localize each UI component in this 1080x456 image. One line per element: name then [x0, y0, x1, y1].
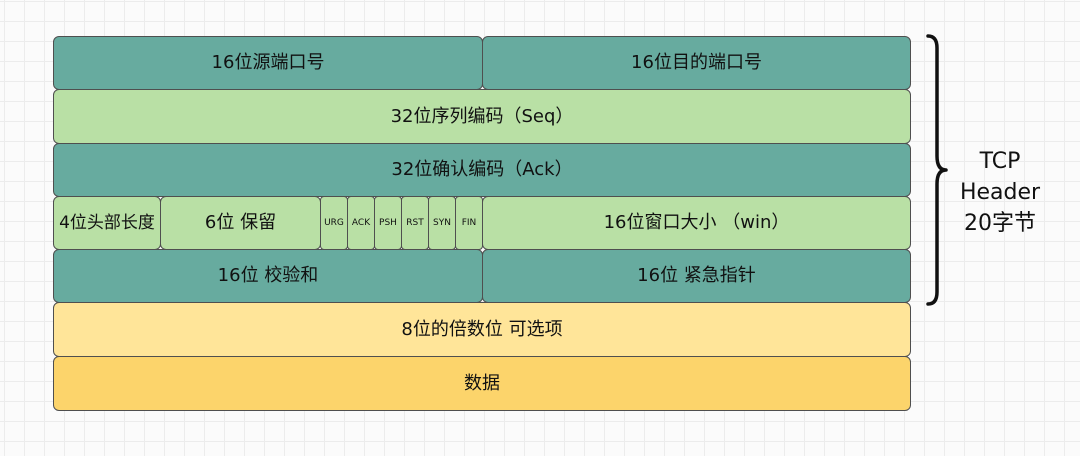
ack-number-field: 32位确认编码（Ack）: [53, 143, 911, 197]
checksum-field: 16位 校验和: [53, 249, 483, 303]
side-label-line-1: TCP: [979, 149, 1021, 174]
flag-rst: RST: [401, 196, 429, 250]
curly-brace-icon: [926, 34, 948, 306]
source-port-field: 16位源端口号: [53, 36, 483, 90]
options-field: 8位的倍数位 可选项: [53, 302, 911, 357]
side-label-line-3: 20字节: [964, 211, 1036, 236]
tcp-header-size-label: TCP Header 20字节: [950, 146, 1050, 239]
sequence-number-field: 32位序列编码（Seq）: [53, 89, 911, 144]
destination-port-field: 16位目的端口号: [482, 36, 911, 90]
flag-urg: URG: [320, 196, 348, 250]
side-label-line-2: Header: [959, 180, 1041, 205]
flag-syn: SYN: [428, 196, 456, 250]
header-length-field: 4位头部长度: [53, 196, 161, 250]
data-field: 数据: [53, 356, 911, 411]
flag-fin: FIN: [455, 196, 483, 250]
flag-psh: PSH: [374, 196, 402, 250]
urgent-pointer-field: 16位 紧急指针: [482, 249, 911, 303]
flag-ack: ACK: [347, 196, 375, 250]
window-size-field: 16位窗口大小 （win）: [482, 196, 911, 250]
reserved-field: 6位 保留: [160, 196, 321, 250]
